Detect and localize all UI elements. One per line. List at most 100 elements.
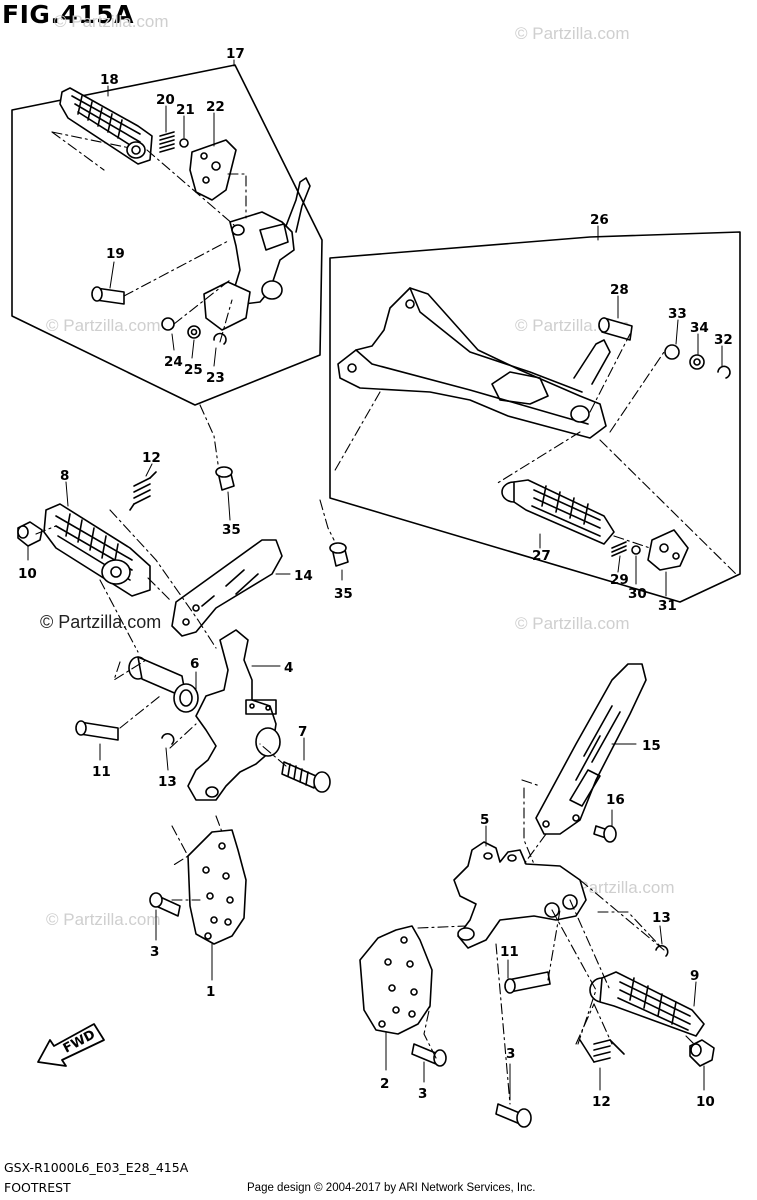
watermark: © Partzilla.com — [515, 24, 630, 43]
callout-9: 9 — [690, 968, 699, 984]
callout-35-right: 35 — [334, 586, 353, 602]
bolt-16 — [593, 825, 617, 843]
diagram-code: GSX-R1000L6_E03_E28_415A — [4, 1160, 189, 1175]
callout-8: 8 — [60, 468, 69, 484]
callout-6: 6 — [190, 656, 199, 672]
callout-16: 16 — [606, 792, 625, 808]
callout-14: 14 — [294, 568, 313, 584]
pin-11-left — [75, 720, 119, 741]
footpeg-18 — [59, 87, 153, 165]
spring-12-right — [579, 1039, 625, 1063]
bolt-3-right — [495, 1103, 532, 1128]
kit-26-outline — [329, 231, 741, 603]
pivot-10-left — [17, 521, 43, 547]
watermark: © Partzilla.com — [46, 910, 161, 929]
clip-13-right — [655, 944, 669, 957]
washer-34 — [689, 354, 705, 370]
assembly-lines-front-right — [417, 779, 695, 1105]
callout-33: 33 — [668, 306, 687, 322]
callout-27: 27 — [532, 548, 551, 564]
callout-15: 15 — [642, 738, 661, 754]
callout-3-left: 3 — [150, 944, 159, 960]
callout-numbers: 17 18 20 21 22 19 24 25 23 35 26 28 33 3… — [18, 46, 733, 1110]
watermark: © Partzilla.com — [54, 12, 169, 31]
bolt-3-left — [149, 892, 181, 917]
page-credit: Page design © 2004-2017 by ARI Network S… — [247, 1182, 536, 1194]
heel-plate-14 — [171, 539, 283, 637]
watermark: © Partzilla.com — [560, 878, 675, 897]
callout-23: 23 — [206, 370, 225, 386]
callout-12-left: 12 — [142, 450, 161, 466]
callout-11-right: 11 — [500, 944, 519, 960]
callout-32: 32 — [714, 332, 733, 348]
callout-19: 19 — [106, 246, 125, 262]
callout-4: 4 — [284, 660, 293, 676]
callout-2: 2 — [380, 1076, 389, 1092]
bolt-35-right — [329, 542, 349, 567]
front-bracket-5 — [453, 841, 587, 949]
callout-24: 24 — [164, 354, 183, 370]
diagram-subtitle: FOOTREST — [4, 1180, 71, 1195]
rear-bracket-upper — [203, 177, 311, 331]
footpeg-9 — [589, 971, 705, 1037]
ball-21 — [179, 138, 189, 148]
callout-12-right: 12 — [592, 1094, 611, 1110]
watermark: © Partzilla.com — [515, 614, 630, 633]
callout-35-left: 35 — [222, 522, 241, 538]
callout-1: 1 — [206, 984, 215, 1000]
callout-5: 5 — [480, 812, 489, 828]
callout-7: 7 — [298, 724, 307, 740]
watermark-dark: © Partzilla.com — [40, 612, 162, 632]
bolt-7 — [281, 761, 331, 793]
assembly-lines-17 — [51, 131, 247, 343]
bolt-35-left — [215, 466, 235, 491]
plate-1 — [187, 829, 247, 945]
sleeve-6 — [128, 656, 199, 713]
callout-11-left: 11 — [92, 764, 111, 780]
washer-33 — [664, 344, 680, 360]
pin-19 — [91, 286, 125, 305]
callout-26: 26 — [590, 212, 609, 228]
heel-plate-15 — [535, 663, 647, 835]
callout-3-middle: 3 — [418, 1086, 427, 1102]
assembly-lines-front-left — [35, 509, 287, 901]
spring-20 — [159, 131, 175, 153]
assembly-lines-26 — [333, 333, 739, 577]
clip-13-left — [161, 732, 175, 745]
pivot-10-right — [689, 1039, 715, 1067]
callout-20: 20 — [156, 92, 175, 108]
fwd-arrow-icon: FWD — [37, 1023, 105, 1067]
pin-11-right — [504, 971, 551, 994]
front-bracket-4 — [187, 629, 281, 801]
callout-34: 34 — [690, 320, 709, 336]
callout-17: 17 — [226, 46, 245, 62]
callout-13-left: 13 — [158, 774, 177, 790]
figure-title: FIG.415A — [2, 0, 134, 29]
plate-22 — [189, 139, 237, 201]
callout-18: 18 — [100, 72, 119, 88]
leader-lines-26 — [539, 225, 723, 597]
washer-24 — [161, 317, 175, 331]
callout-21: 21 — [176, 102, 195, 118]
plate-2 — [359, 925, 433, 1035]
spring-29 — [611, 541, 627, 557]
clip-32 — [717, 365, 731, 379]
bolt-3-middle — [411, 1043, 447, 1067]
footpeg-27 — [501, 479, 615, 545]
callout-28: 28 — [610, 282, 629, 298]
callout-30: 30 — [628, 586, 647, 602]
watermark: © Partzilla.com — [46, 316, 161, 335]
ball-30 — [631, 545, 641, 555]
callout-31: 31 — [658, 598, 677, 614]
footpeg-8 — [43, 503, 151, 597]
callout-25: 25 — [184, 362, 203, 378]
callout-3-right: 3 — [506, 1046, 515, 1062]
kit-17-outline — [11, 64, 323, 406]
callout-10-right: 10 — [696, 1094, 715, 1110]
pin-28 — [598, 317, 633, 341]
rear-bracket-26 — [337, 287, 611, 439]
callout-10-left: 10 — [18, 566, 37, 582]
washer-25 — [187, 325, 201, 339]
